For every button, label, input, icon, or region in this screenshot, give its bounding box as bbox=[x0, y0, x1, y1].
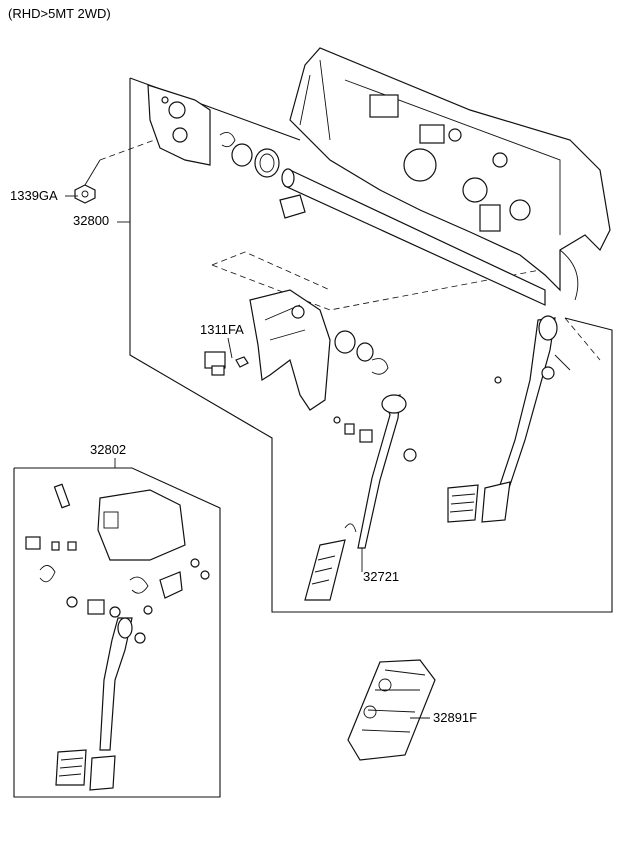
pivot-shaft bbox=[279, 168, 546, 306]
callout-32721: 32721 bbox=[363, 569, 400, 584]
small-parts bbox=[333, 416, 417, 462]
datum-lines bbox=[211, 251, 331, 291]
mounting-bracket bbox=[147, 84, 211, 166]
clips-bushings bbox=[219, 131, 280, 178]
callout-1311fa: 1311FA bbox=[200, 322, 244, 337]
brake-pedal-main bbox=[447, 315, 571, 523]
leader-1311fa bbox=[227, 337, 233, 359]
callout-32800: 32800 bbox=[73, 213, 110, 228]
pedal-pad-32891f bbox=[347, 659, 436, 761]
right-clips bbox=[334, 330, 389, 375]
callout-32802: 32802 bbox=[90, 442, 127, 457]
nut-1339ga bbox=[74, 184, 96, 204]
variant-header: (RHD>5MT 2WD) bbox=[8, 6, 111, 21]
assembly-box-32800 bbox=[129, 78, 613, 613]
dash-panel bbox=[289, 47, 611, 301]
center-bracket bbox=[249, 289, 331, 411]
accelerator-pedal-32721 bbox=[304, 394, 407, 601]
callout-32891f: 32891F bbox=[433, 710, 478, 725]
callout-1339ga: 1339GA bbox=[10, 188, 58, 203]
switch-1311fa bbox=[204, 351, 249, 376]
assembly-box-32802 bbox=[13, 467, 221, 798]
pedal-subassembly-32802 bbox=[25, 483, 210, 791]
